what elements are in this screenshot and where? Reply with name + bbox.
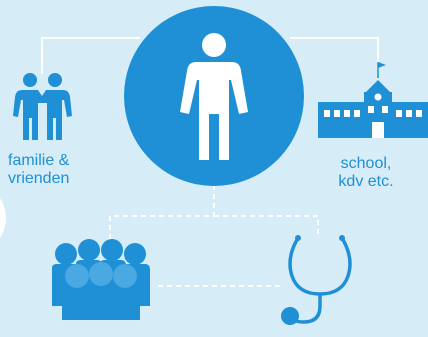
group-of-people-icon xyxy=(52,239,150,320)
school-label-line-1: school, xyxy=(340,155,392,172)
school-building-icon xyxy=(318,62,428,138)
school-label-line-2: kdv etc. xyxy=(338,173,394,190)
decorative-circle xyxy=(0,198,6,238)
family-icon xyxy=(13,73,72,140)
edge-person-healthcare xyxy=(214,215,319,236)
person-node xyxy=(124,6,304,186)
family-label-line-2: vrienden xyxy=(8,170,70,187)
edge-person-family xyxy=(41,37,140,74)
school-label: school, kdv etc. xyxy=(318,155,414,191)
edge-person-group xyxy=(109,185,215,240)
family-label: familie & vrienden xyxy=(8,152,69,188)
family-label-line-1: familie & xyxy=(8,152,70,169)
edge-person-school xyxy=(290,37,379,70)
stethoscope-icon xyxy=(281,235,352,325)
person-icon xyxy=(180,33,248,160)
